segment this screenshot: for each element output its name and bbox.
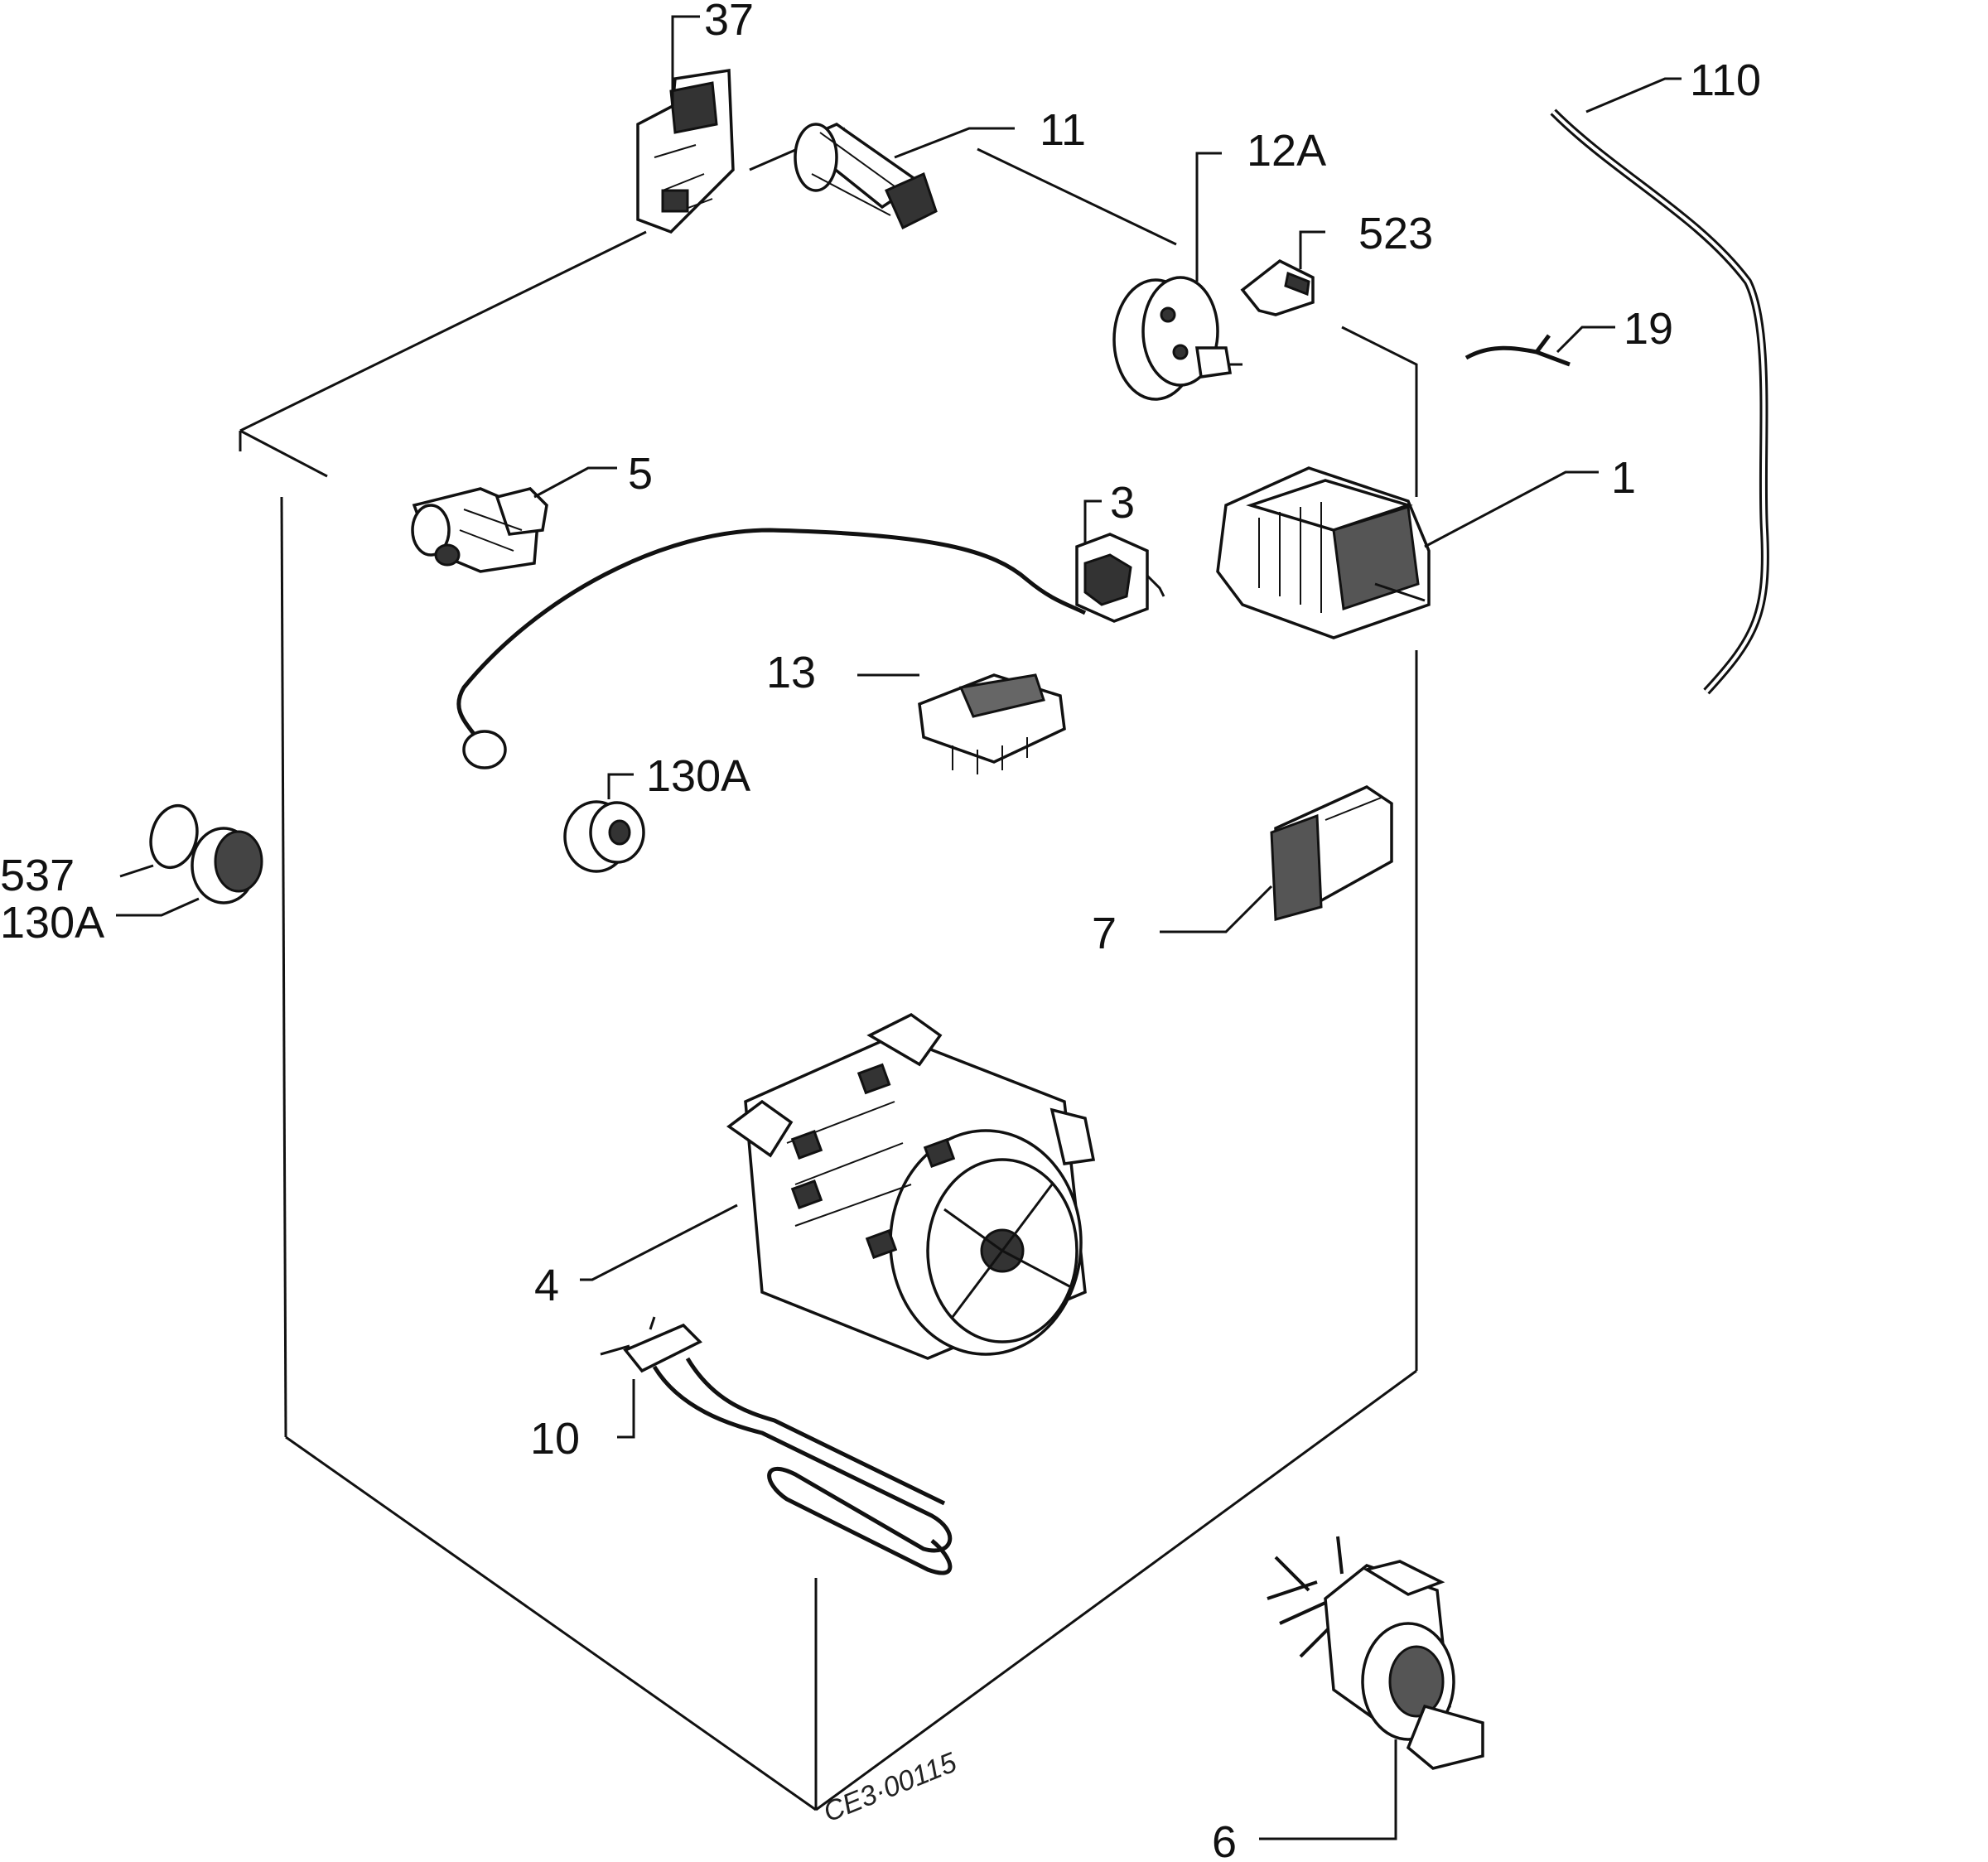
label-12a: 12A xyxy=(1247,126,1326,176)
label-5: 5 xyxy=(628,449,653,499)
part-6: 6 xyxy=(1212,1536,1484,1862)
cabinet-outline xyxy=(239,127,1418,1811)
part-130a-inner: 130A xyxy=(563,751,750,873)
drawing-code: CE3·00115 xyxy=(819,1747,961,1829)
label-7: 7 xyxy=(1092,909,1117,958)
part-1: 1 xyxy=(1216,453,1636,639)
label-537: 537 xyxy=(0,851,75,900)
label-523: 523 xyxy=(1358,209,1433,258)
label-130a-outer: 130A xyxy=(0,898,104,948)
label-10: 10 xyxy=(530,1414,580,1464)
part-37: 37 xyxy=(636,0,754,234)
part-12a: 12A xyxy=(1112,126,1326,401)
label-37: 37 xyxy=(704,0,754,45)
part-3: 3 xyxy=(456,478,1165,769)
label-6: 6 xyxy=(1212,1817,1237,1862)
part-4: 4 xyxy=(534,1012,1096,1360)
part-13: 13 xyxy=(766,648,1066,774)
part-10: 10 xyxy=(530,1316,953,1575)
part-5: 5 xyxy=(411,449,653,573)
label-13: 13 xyxy=(766,648,816,697)
part-110: 110 xyxy=(1550,55,1769,695)
part-537-and-130a-outer: 537 130A xyxy=(0,803,263,948)
label-4: 4 xyxy=(534,1261,559,1310)
part-11: 11 xyxy=(794,105,1086,230)
label-19: 19 xyxy=(1624,304,1673,354)
label-11: 11 xyxy=(1040,105,1086,155)
part-7: 7 xyxy=(1092,785,1393,958)
part-523: 523 xyxy=(1240,209,1433,316)
label-3: 3 xyxy=(1110,478,1135,528)
label-1: 1 xyxy=(1611,453,1636,503)
part-19: 19 xyxy=(1464,304,1673,367)
label-110: 110 xyxy=(1690,55,1761,105)
label-130a-inner: 130A xyxy=(646,751,750,801)
